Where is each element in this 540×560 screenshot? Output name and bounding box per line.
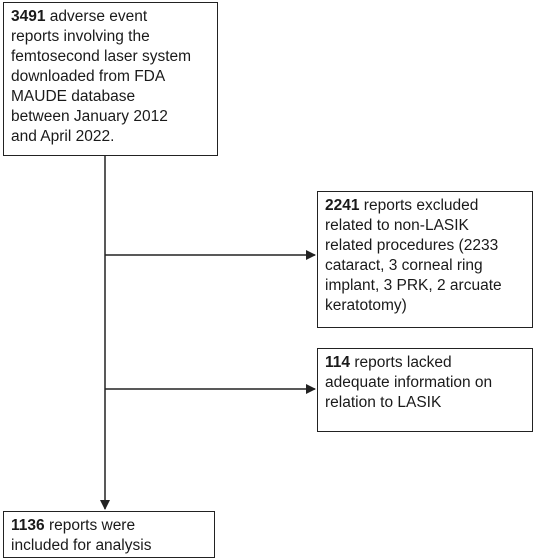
exclusion-inadequate-info-line-3: relation to LASIK [325,394,442,411]
exclusion-inadequate-info-box: 114 reports lacked adequate information … [317,348,533,432]
initial-reports-line-6: between January 2012 [11,108,168,125]
initial-reports-line-7: and April 2022. [11,128,115,145]
final-analysis-line-2: included for analysis [11,537,152,554]
initial-reports-count: 3491 [11,8,46,25]
exclusion-non-lasik-line-2: related to non-LASIK [325,217,469,234]
initial-reports-line-1: 3491 adverse event [11,8,148,25]
exclusion-inadequate-info-line-2: adequate information on [325,374,493,391]
initial-reports-line-3: femtosecond laser system [11,48,192,65]
initial-reports-box: 3491 adverse event reports involving the… [3,2,218,156]
final-analysis-line-1: 1136 reports were [11,517,136,534]
final-analysis-box: 1136 reports were included for analysis [3,511,215,558]
exclusion-non-lasik-line-1: 2241 reports excluded [325,197,479,214]
initial-reports-line-2: reports involving the [11,28,150,45]
initial-reports-line-4: downloaded from FDA [11,68,166,85]
exclusion-non-lasik-box: 2241 reports excluded related to non-LAS… [317,191,533,328]
exclusion-non-lasik-line-3: related procedures (2233 [325,237,499,254]
exclusion-non-lasik-line-6: keratotomy) [325,297,407,314]
exclusion-non-lasik-line-4: cataract, 3 corneal ring [325,257,483,274]
initial-reports-line-5: MAUDE database [11,88,136,105]
exclusion-non-lasik-line-5: implant, 3 PRK, 2 arcuate [325,277,502,294]
exclusion-non-lasik-count: 2241 [325,197,360,214]
exclusion-inadequate-info-count: 114 [325,354,351,371]
exclusion-inadequate-info-line-1: 114 reports lacked [325,354,452,371]
final-analysis-count: 1136 [11,517,45,534]
